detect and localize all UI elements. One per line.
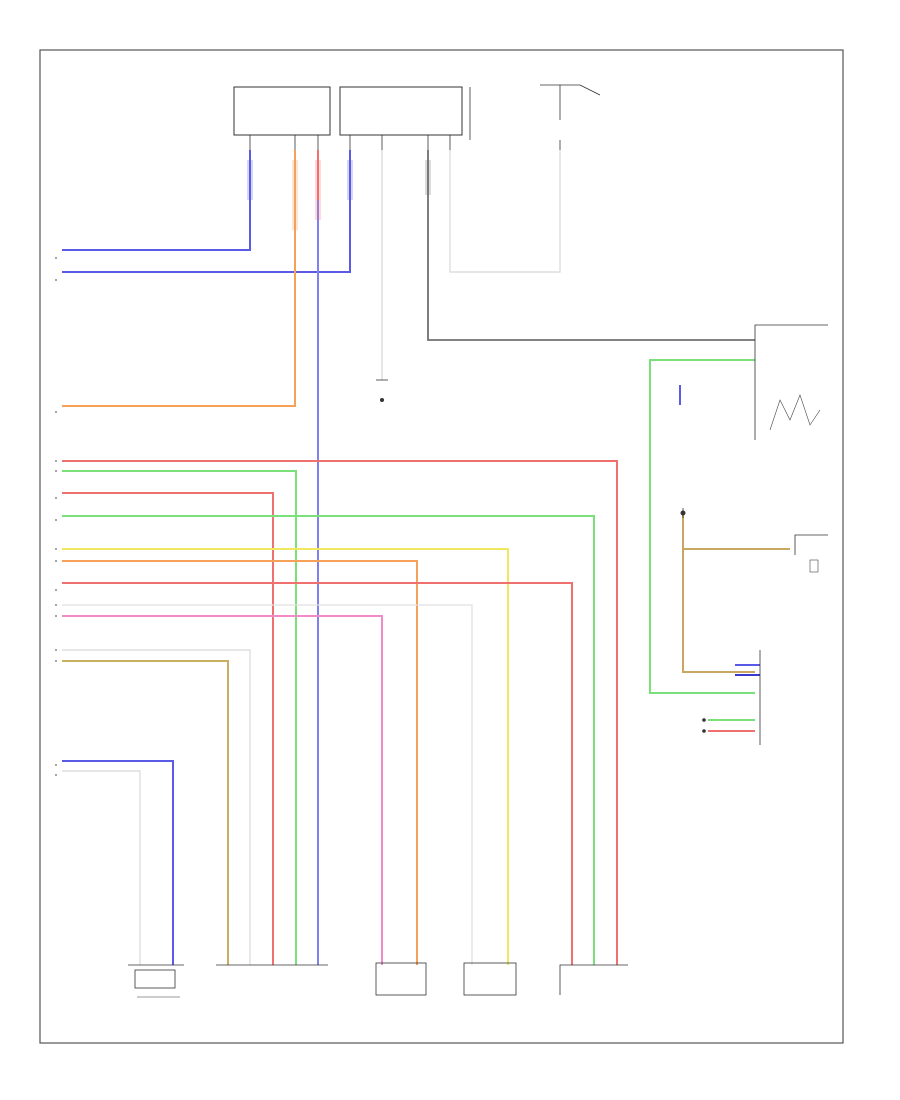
bottom-connectors [128, 962, 628, 998]
wire-tan-2 [682, 515, 790, 550]
wire-green-1 [62, 470, 297, 965]
wire-orange-2 [62, 560, 418, 965]
wire-white-5 [62, 770, 141, 965]
wire-green-2 [62, 515, 595, 965]
wire-red-3 [62, 582, 573, 965]
wire-white-4 [62, 649, 251, 965]
wire-tan-1 [62, 660, 229, 965]
connector-1 [134, 969, 176, 989]
wire-blue-1 [62, 150, 251, 251]
wire-blue-2 [62, 150, 351, 273]
sensor-waveform [769, 394, 821, 431]
wires [62, 150, 790, 965]
wire-gray-1 [427, 150, 755, 341]
wire-white-1 [449, 150, 561, 273]
wire-white-3 [62, 604, 473, 965]
wire-tan-3 [682, 549, 755, 673]
wire-orange-1 [62, 150, 296, 407]
wire-pink-1 [62, 615, 383, 965]
ground-symbol [376, 379, 388, 402]
right-components [680, 324, 828, 745]
wire-red-1 [62, 460, 618, 965]
wire-terminals-left [55, 257, 57, 776]
top-switch [540, 84, 601, 150]
wire-blue-4 [62, 760, 174, 965]
wire-green-3 [649, 359, 755, 694]
connector-5 [559, 964, 628, 995]
wire-tags [247, 160, 431, 230]
connector-4 [463, 962, 517, 996]
wire-red-2 [62, 492, 274, 965]
wire-yellow-1 [62, 548, 509, 965]
sensor-ic [809, 559, 819, 573]
connector-3 [375, 962, 427, 996]
relay-box-group [233, 86, 471, 150]
relay-box-right [339, 86, 463, 136]
relay-box-left [233, 86, 331, 136]
diagram-frame [39, 49, 844, 1044]
